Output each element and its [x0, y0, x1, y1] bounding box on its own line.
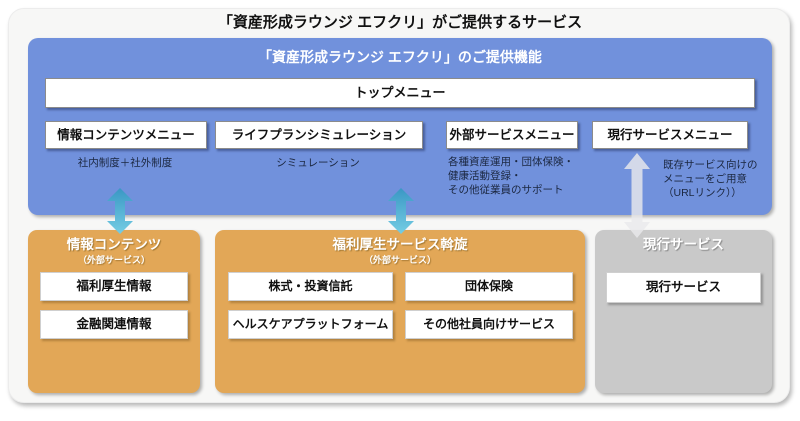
- item-financial-info: 金融関連情報: [40, 310, 188, 339]
- page-title: 「資産形成ラウンジ エフクリ」がご提供するサービス: [217, 14, 583, 31]
- menu-desc-life-plan-simulation: シミュレーション: [276, 157, 360, 169]
- menu-button-current-services: 現行サービスメニュー: [592, 121, 748, 149]
- item-stocks-investment-trust: 株式・投資信託: [228, 272, 393, 301]
- item-healthcare-platform: ヘルスケアプラットフォーム: [228, 310, 393, 339]
- panel-info-contents-title: 情報コンテンツ: [66, 237, 162, 252]
- up-down-arrow-icon: [388, 188, 414, 234]
- menu-desc-info-contents: 社内制度＋社外制度: [77, 157, 173, 169]
- menu-desc-external-services: 各種資産運用・団体保険・ 健康活動登録・ その他従業員のサポート: [448, 156, 574, 197]
- feature-panel-title: 「資産形成ラウンジ エフクリ」のご提供機能: [258, 49, 542, 65]
- item-other-employee-services: その他社員向けサービス: [405, 310, 573, 339]
- item-welfare-info: 福利厚生情報: [40, 272, 188, 301]
- panel-current-service: 現行サービス 現行サービス: [595, 230, 772, 393]
- panel-welfare-service-agency-title: 福利厚生サービス斡旋: [332, 237, 468, 252]
- panel-welfare-service-agency: 福利厚生サービス斡旋 （外部サービス） 株式・投資信託 団体保険 ヘルスケアプラ…: [215, 230, 585, 393]
- menu-button-external-services: 外部サービスメニュー: [446, 121, 578, 149]
- top-menu-bar: トップメニュー: [45, 78, 755, 108]
- panel-welfare-service-agency-subtitle: （外部サービス）: [363, 255, 436, 265]
- menu-desc-current-services: 既存サービス向けの メニューをご用意 （URLリンク））: [663, 159, 758, 200]
- feature-panel: 「資産形成ラウンジ エフクリ」のご提供機能 トップメニュー 情報コンテンツメニュ…: [28, 38, 772, 215]
- item-current-service: 現行サービス: [606, 272, 761, 303]
- up-down-arrow-gray-icon: [624, 153, 650, 238]
- up-down-arrow-icon: [107, 188, 133, 234]
- panel-info-contents: 情報コンテンツ （外部サービス） 福利厚生情報 金融関連情報: [28, 230, 200, 393]
- panel-info-contents-subtitle: （外部サービス）: [77, 255, 150, 265]
- item-group-insurance: 団体保険: [405, 272, 573, 301]
- panel-current-service-title: 現行サービス: [643, 237, 724, 252]
- menu-button-life-plan-simulation: ライフプランシミュレーション: [215, 121, 423, 149]
- menu-button-info-contents: 情報コンテンツメニュー: [45, 121, 207, 149]
